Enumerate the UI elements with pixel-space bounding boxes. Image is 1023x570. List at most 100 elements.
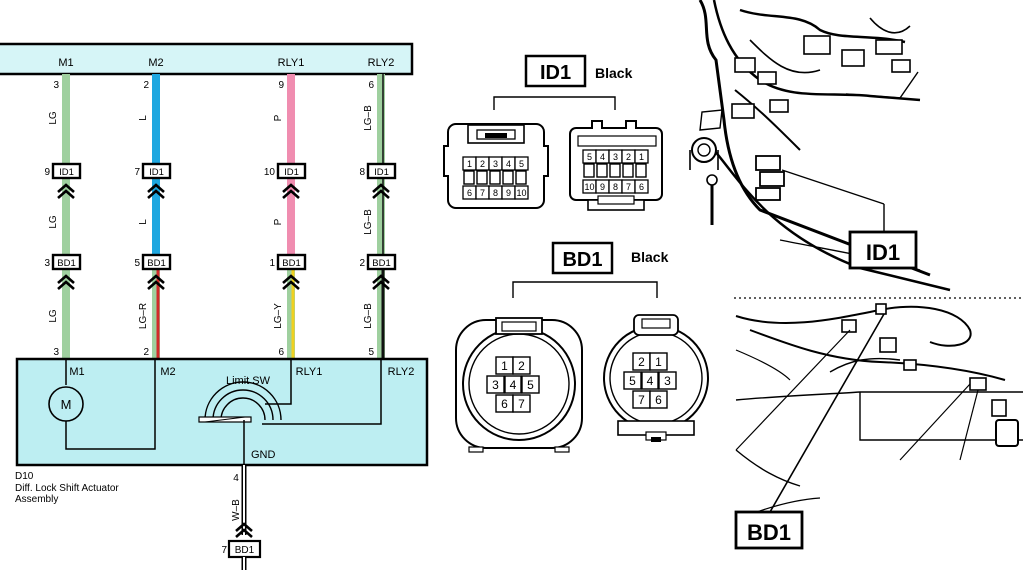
bd1-right-pin-6: 7 [638, 393, 645, 407]
wire-1-code-mid: LG [48, 215, 59, 229]
id1-left-top-cell-5 [514, 156, 529, 171]
id1-left-mid-cavity-2 [476, 170, 488, 185]
gnd-pin-number: 4 [233, 473, 239, 484]
actuator-ref: D10 [15, 471, 34, 482]
id1-right-top-pin-5: 1 [639, 152, 644, 162]
wire-1-pin-top: 3 [53, 80, 59, 91]
wire-3-code-upper: P [273, 114, 284, 121]
wire-1-bd1-box [51, 253, 82, 271]
id1-left-bottom-pin-4: 9 [506, 188, 511, 198]
wire-2-bd1-pin: 5 [134, 258, 140, 269]
id1-right-top-pin-4: 2 [626, 152, 631, 162]
bd1-right-cell-2 [649, 352, 668, 371]
gnd-bd1-label: BD1 [235, 545, 255, 556]
id1-right-mid-cavity-2 [596, 163, 608, 178]
bd1-title-box [551, 241, 614, 275]
wire-2-id1-chevron-b [147, 189, 165, 199]
bd1-right-cell-3 [623, 371, 642, 390]
wire-4-bd1-chevron-a [372, 274, 390, 284]
wire-2-bd1-label: BD1 [147, 258, 165, 269]
wire-4-id1-label: ID1 [374, 167, 389, 178]
limit-switch-arc-mid [212, 389, 274, 421]
wire-2-id1-box [141, 162, 172, 180]
bd1-left-pin-1: 1 [501, 359, 508, 373]
motor-label: M [61, 397, 72, 412]
wire-1-id1-box [51, 162, 82, 180]
wire-4-bd1-label: BD1 [372, 258, 390, 269]
wire-3-code-lower: LG–Y [273, 303, 284, 329]
id1-left-bottom-pin-3: 8 [493, 188, 498, 198]
wire-3-pin-top: 9 [278, 80, 284, 91]
gnd-label: GND [251, 449, 276, 461]
bus-label-rly2: RLY2 [368, 57, 395, 69]
wire-3-id1-box [276, 162, 307, 180]
id1-left-top-pin-3: 3 [493, 159, 498, 169]
wire-4-id1-box [366, 162, 397, 180]
bus-label-rly1: RLY1 [278, 57, 305, 69]
bus-label-m2: M2 [148, 57, 163, 69]
wire-3-bd1-chevron-a [282, 274, 300, 284]
id1-right-mid-cavity-3 [609, 163, 621, 178]
wire-1-code-lower: LG [48, 309, 59, 323]
wire-1-code-upper: LG [48, 111, 59, 125]
bd1-title: BD1 [562, 249, 602, 271]
wire-1-id1-chevron-a [57, 183, 75, 193]
bd1-left-cell-4 [504, 375, 522, 394]
bd1-left-cell-3 [486, 375, 505, 394]
id1-right-mid-cavity-4 [622, 163, 634, 178]
wire-4-pin-bottom: 5 [368, 347, 374, 358]
id1-right-bottom-pin-4: 7 [626, 182, 631, 192]
id1-left-top-pin-5: 5 [519, 159, 524, 169]
wire-4-bd1-chevron-b [372, 280, 390, 290]
gnd-bd1-pin: 7 [221, 545, 227, 556]
wire-columns: 3LGLGLGID19BD1332LLLG–RID17BD1529PPLG–YI… [44, 74, 397, 359]
id1-left-mid-cavity-4 [502, 170, 514, 185]
wire-2-bd1-chevron-b [147, 280, 165, 290]
id1-left-top-pin-2: 2 [480, 159, 485, 169]
wire-4-bd1-pin: 2 [359, 258, 365, 269]
bd1-right-pin-4: 4 [647, 374, 654, 388]
wire-3-id1-chevron-b [282, 189, 300, 199]
id1-title: ID1 [540, 62, 571, 84]
id1-left-bottom-pin-5: 10 [516, 188, 526, 198]
wire-3-code-mid: P [273, 218, 284, 225]
gnd-chevron [235, 522, 253, 538]
wire-3-id1-label: ID1 [284, 167, 299, 178]
id1-right-bottom-pin-5: 6 [639, 182, 644, 192]
wire-3-id1-pin: 10 [264, 167, 276, 178]
wire-2-code-upper: L [138, 115, 149, 121]
id1-right-bottom-pin-2: 9 [600, 182, 605, 192]
gnd-chevron-a [235, 522, 253, 532]
wire-2-code-mid: L [138, 219, 149, 225]
wire-2-pin-top: 2 [143, 80, 149, 91]
limit-switch-arc-inner [220, 397, 266, 421]
bd1-left-pin-3: 3 [492, 378, 499, 392]
actuator-terminal-rly1: RLY1 [296, 366, 323, 378]
id1-right-top-pin-2: 4 [600, 152, 605, 162]
bd1-left-cell-2 [512, 356, 531, 375]
rly1-internal-wire [265, 359, 292, 405]
wire-4-id1-chevron-a [372, 183, 390, 193]
bd1-left-pin-2: 2 [518, 359, 525, 373]
wire-1-bd1-pin: 3 [44, 258, 50, 269]
actuator-terminal-rly2: RLY2 [388, 366, 415, 378]
actuator-name-line2: Assembly [15, 494, 58, 505]
bd1-right-pin-1: 2 [638, 355, 645, 369]
bd1-right-pin-5: 3 [664, 374, 671, 388]
id1-right-mid-cavity-5 [635, 163, 647, 178]
wire-1-id1-pin: 9 [44, 167, 50, 178]
bd1-left-cell-7 [512, 394, 531, 413]
wire-1-bd1-chevron-b [57, 280, 75, 290]
wire-1-pin-bottom: 3 [53, 347, 59, 358]
wire-3-bd1-chevron-b [282, 280, 300, 290]
motor-return-wire [65, 359, 156, 450]
bd1-right-pin-7: 6 [655, 393, 662, 407]
wire-1-bd1-label: BD1 [57, 258, 75, 269]
id1-right-top-pin-3: 3 [613, 152, 618, 162]
wire-1-id1-chevron-b [57, 189, 75, 199]
bd1-right-pin-3: 5 [629, 374, 636, 388]
